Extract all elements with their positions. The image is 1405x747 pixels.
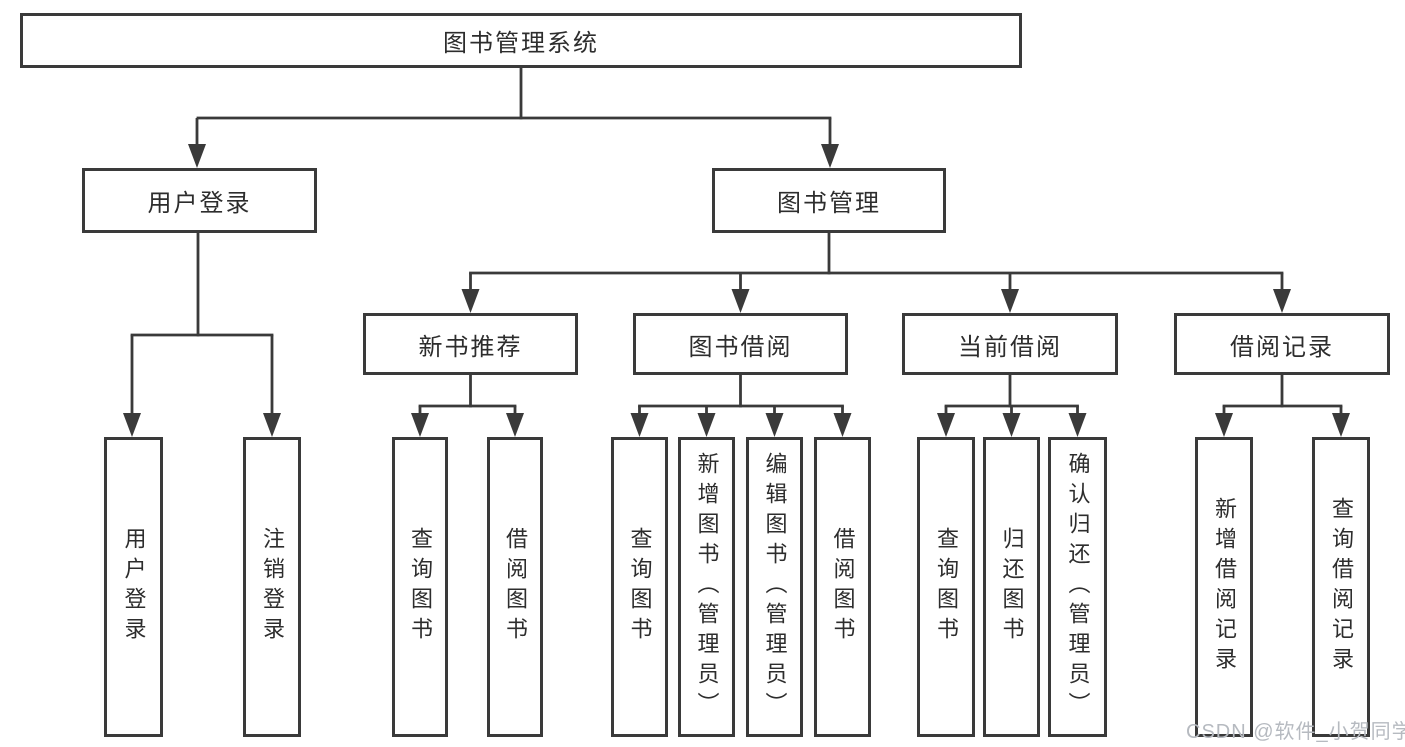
leaf-return-book: 归还图书 [983, 437, 1040, 737]
connector-book-mgmt-branch [461, 233, 1291, 313]
leaf-edit-book-admin: 编辑图书（管理员） [746, 437, 803, 737]
node-label: 借阅记录 [1230, 333, 1334, 361]
node-library-system: 图书管理系统 [20, 13, 1022, 68]
node-book-borrow: 图书借阅 [633, 313, 848, 375]
node-label: 注销登录 [260, 527, 285, 647]
node-label: 归还图书 [999, 527, 1025, 647]
node-label: 查询图书 [934, 527, 959, 647]
node-label: 确认归还（管理员） [1065, 452, 1091, 722]
leaf-user-login: 用户登录 [104, 437, 163, 737]
node-label: 图书管理系统 [443, 30, 599, 57]
connector-borrow-record-branch [1215, 375, 1350, 437]
node-label: 查询图书 [627, 527, 653, 647]
node-borrow-record: 借阅记录 [1174, 313, 1390, 375]
node-label: 用户登录 [147, 190, 252, 217]
node-user-login: 用户登录 [82, 168, 317, 233]
leaf-query-borrow-record: 查询借阅记录 [1312, 437, 1370, 737]
node-label: 新书推荐 [418, 333, 523, 361]
leaf-query-book-2: 查询图书 [611, 437, 668, 737]
node-label: 查询借阅记录 [1329, 497, 1354, 677]
node-label: 编辑图书（管理员） [762, 452, 788, 722]
leaf-query-book-3: 查询图书 [917, 437, 975, 737]
leaf-confirm-return-admin: 确认归还（管理员） [1048, 437, 1107, 737]
connector-book-borrow-branch [630, 375, 852, 437]
connector-root-to-level2 [188, 68, 839, 168]
node-label: 图书借阅 [688, 333, 793, 361]
node-label: 用户登录 [121, 527, 147, 647]
node-label: 查询图书 [408, 527, 433, 647]
node-label: 新增借阅记录 [1212, 497, 1237, 677]
connector-new-book-branch [411, 375, 524, 437]
leaf-add-book-admin: 新增图书（管理员） [678, 437, 735, 737]
connector-current-borrow-branch [937, 375, 1087, 437]
leaf-logout: 注销登录 [243, 437, 301, 737]
leaf-borrow-book-2: 借阅图书 [814, 437, 871, 737]
node-label: 借阅图书 [503, 527, 528, 647]
node-label: 当前借阅 [958, 333, 1062, 361]
csdn-watermark: CSDN @软件_小贺同学 [1186, 721, 1405, 743]
node-label: 新增图书（管理员） [694, 452, 720, 722]
node-label: 借阅图书 [830, 527, 856, 647]
leaf-add-borrow-record: 新增借阅记录 [1195, 437, 1253, 737]
leaf-borrow-book-1: 借阅图书 [487, 437, 543, 737]
leaf-query-book-1: 查询图书 [392, 437, 448, 737]
connector-user-login-branch [123, 233, 281, 437]
node-label: 图书管理 [777, 190, 881, 217]
node-current-borrow: 当前借阅 [902, 313, 1118, 375]
node-book-management: 图书管理 [712, 168, 946, 233]
node-new-book-recommend: 新书推荐 [363, 313, 578, 375]
